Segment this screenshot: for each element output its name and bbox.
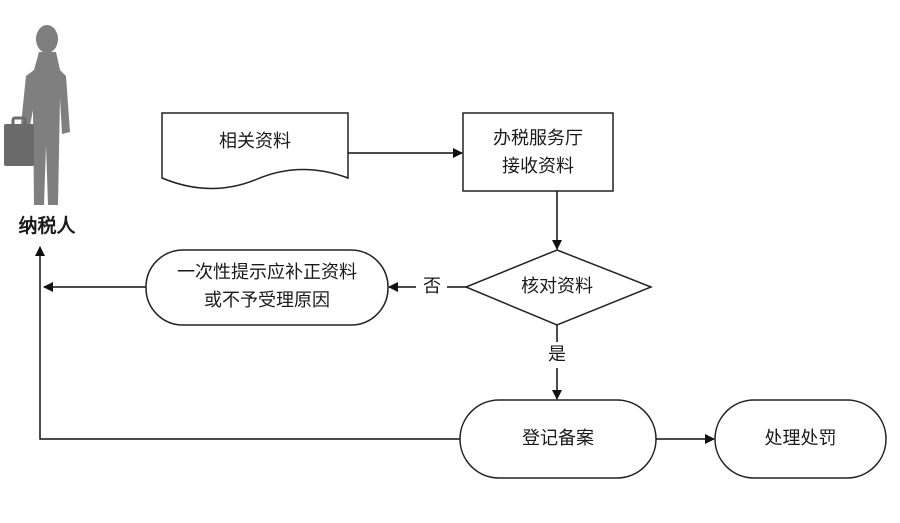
hall-label-line1: 办税服务厅 xyxy=(493,128,583,149)
taxpayer-label: 纳税人 xyxy=(18,215,76,237)
yes-label: 是 xyxy=(548,344,566,365)
no-label: 否 xyxy=(423,276,441,297)
check-label: 核对资料 xyxy=(521,276,593,297)
penalty-label: 处理处罚 xyxy=(764,428,837,449)
hall-label-line2: 接收资料 xyxy=(502,156,574,177)
penalty-terminal-shape xyxy=(714,399,887,479)
hall-receive-box xyxy=(462,112,614,192)
notify-label-line2: 或不予受理原因 xyxy=(204,290,330,311)
taxpayer-figure-icon xyxy=(4,25,70,205)
materials-document-shape xyxy=(161,112,349,190)
register-label: 登记备案 xyxy=(522,428,594,449)
notify-label-line1: 一次性提示应补正资料 xyxy=(177,262,357,283)
materials-label: 相关资料 xyxy=(219,131,291,152)
arrow-register-to-taxpayer xyxy=(35,246,460,440)
